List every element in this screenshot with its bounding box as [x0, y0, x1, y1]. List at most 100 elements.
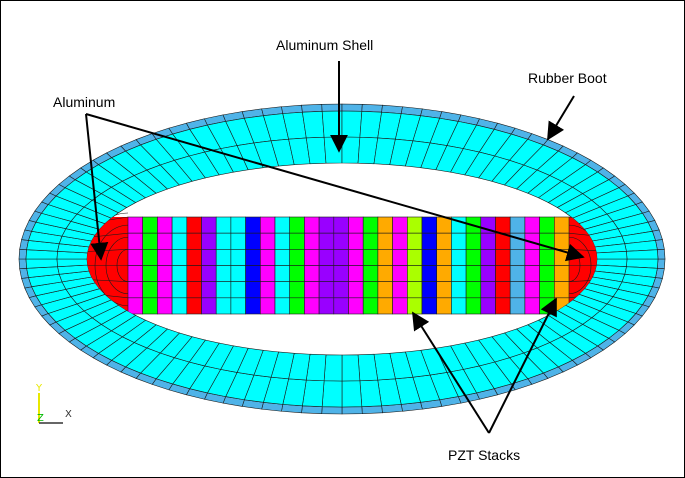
pzt-mesh-cell [495, 297, 511, 315]
boot-mesh-cell [341, 103, 363, 112]
pzt-mesh-cell [524, 297, 540, 315]
pzt-mesh-cell [215, 265, 232, 282]
pzt-mesh-cell [539, 216, 555, 234]
pzt-mesh-cell [171, 281, 188, 299]
pzt-mesh-cell [465, 249, 482, 266]
pzt-mesh-cell [259, 232, 276, 250]
arrow-pzt-right [488, 297, 557, 434]
end-mesh-arc [94, 224, 129, 307]
pzt-mesh-cell [509, 265, 526, 282]
pzt-mesh-cell [377, 265, 393, 282]
pzt-mesh-cell [304, 216, 320, 234]
pzt-mesh-cell [230, 265, 246, 282]
shell-mesh-cell [596, 251, 628, 260]
shell-mesh-cell [302, 110, 325, 139]
arrow-rubber-boot [547, 95, 575, 141]
pzt-mesh-cell [509, 216, 526, 234]
boot-mesh-cell [301, 103, 323, 113]
pzt-mesh-cell [142, 232, 158, 250]
pzt-mesh-cell [406, 249, 423, 266]
pzt-mesh-cell [362, 297, 379, 315]
shell-mesh-cell [56, 258, 88, 267]
pzt-mesh-cell [142, 249, 158, 266]
pzt-mesh-cell [509, 281, 526, 299]
label-pzt-stacks: PZT Stacks [448, 447, 520, 463]
pzt-mesh-cell [157, 265, 173, 282]
pzt-mesh-cell [333, 297, 349, 315]
shell-mesh-cell [305, 136, 327, 165]
pzt-mesh-cell [377, 216, 393, 234]
pzt-mesh-cell [553, 232, 570, 250]
end-mesh-arc [568, 236, 592, 295]
pzt-mesh-cell [274, 232, 290, 250]
pzt-mesh-cell [274, 297, 290, 315]
pzt-mesh-cell [480, 281, 496, 299]
pzt-mesh-cell [495, 216, 511, 234]
end-mesh-arc [105, 236, 129, 295]
pzt-mesh-cell [127, 232, 143, 250]
pzt-mesh-cell [406, 232, 423, 250]
pzt-mesh-cell [171, 297, 188, 315]
pzt-mesh-cell [142, 281, 158, 299]
pzt-mesh-cell [406, 281, 423, 299]
shell-mesh-cell [321, 380, 343, 408]
pzt-mesh-cell [171, 232, 188, 250]
pzt-mesh-cell [480, 297, 496, 315]
pzt-mesh-cell [421, 249, 437, 266]
shell-mesh-cell [357, 353, 379, 382]
pzt-mesh-cell [539, 281, 555, 299]
pzt-mesh-cell [142, 297, 158, 315]
pzt-mesh-cell [127, 249, 143, 266]
pzt-mesh-cell [157, 249, 173, 266]
boot-mesh-cell [18, 248, 27, 260]
boot-mesh-cell [657, 248, 666, 260]
shell-mesh-cell [626, 249, 659, 260]
pzt-mesh-cell [201, 249, 217, 266]
pzt-mesh-cell [436, 249, 452, 266]
pzt-mesh-cell [215, 232, 232, 250]
pzt-mesh-cell [348, 281, 364, 299]
pzt-mesh-cell [304, 232, 320, 250]
pzt-mesh-cell [201, 216, 217, 234]
pzt-mesh-cell [127, 297, 143, 315]
pzt-mesh-cell [524, 216, 540, 234]
pzt-mesh-cell [304, 249, 320, 266]
rubber-boot-ring [18, 103, 666, 415]
shell-mesh-cell [359, 379, 382, 408]
pzt-mesh-cell [348, 216, 364, 234]
pzt-mesh-cell [333, 281, 349, 299]
label-rubber-boot: Rubber Boot [528, 70, 607, 86]
pzt-mesh-cell [289, 232, 305, 250]
pzt-mesh-cell [480, 249, 496, 266]
pzt-mesh-cell [259, 216, 276, 234]
boot-mesh-cell [301, 405, 323, 415]
pzt-mesh-cell [274, 216, 290, 234]
pzt-mesh-cell [480, 265, 496, 282]
pzt-mesh-cell [318, 249, 335, 266]
pzt-mesh-cell [348, 265, 364, 282]
pzt-mesh-cell [201, 281, 217, 299]
boot-mesh-cell [657, 258, 666, 270]
pzt-mesh-cell [406, 265, 423, 282]
pzt-mesh-cell [333, 265, 349, 282]
pzt-mesh-cell [230, 281, 246, 299]
triad-y-label: Y [35, 383, 43, 394]
pzt-mesh-cell [465, 281, 482, 299]
pzt-mesh-cell [274, 249, 290, 266]
pzt-mesh-cell [318, 265, 335, 282]
pzt-mesh-cell [157, 216, 173, 234]
pzt-mesh-cell [421, 265, 437, 282]
pzt-mesh-cell [201, 265, 217, 282]
aluminum-shell-ring [25, 110, 659, 408]
pzt-mesh-cell [362, 249, 379, 266]
pzt-mesh-cell [259, 281, 276, 299]
pzt-mesh-cell [171, 216, 188, 234]
shell-mesh-cell [25, 258, 58, 269]
pzt-mesh-cell [451, 281, 467, 299]
pzt-mesh-cell [304, 281, 320, 299]
end-mesh-arc [116, 249, 129, 282]
pzt-mesh-cell [318, 216, 335, 234]
boot-mesh-cell [361, 103, 383, 113]
coordinate-triad: Y Z X [35, 383, 72, 424]
